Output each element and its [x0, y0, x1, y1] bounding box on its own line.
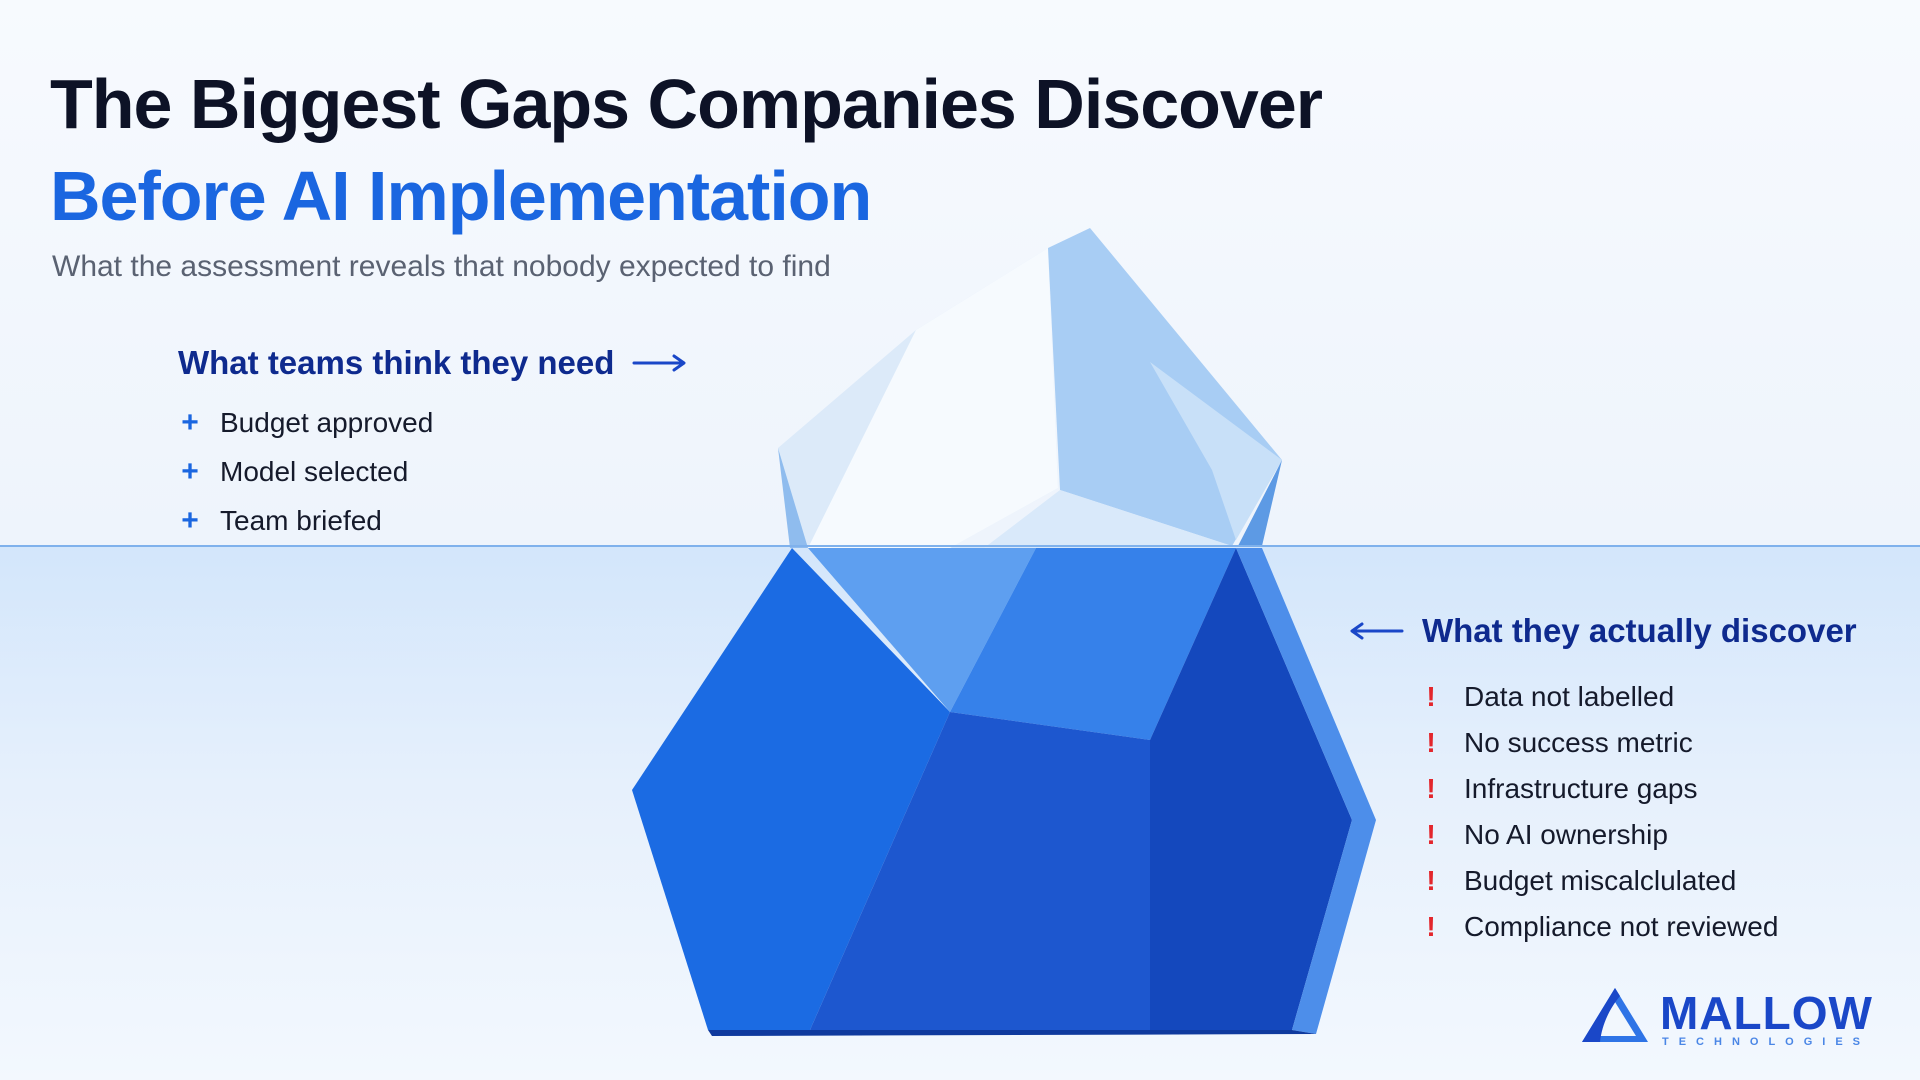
list-item: ! Infrastructure gaps: [1424, 766, 1857, 812]
logo-tagline: TECHNOLOGIES: [1662, 1036, 1871, 1048]
above-water-heading: What teams think they need: [178, 344, 688, 382]
exclamation-icon: !: [1426, 819, 1436, 850]
list-item: + Budget approved: [178, 398, 688, 447]
list-item-label: Infrastructure gaps: [1464, 773, 1698, 804]
list-item-label: Budget miscalclulated: [1464, 865, 1737, 896]
arrow-left-icon: [1350, 622, 1404, 640]
water-line: [0, 545, 1920, 547]
list-item-label: Budget approved: [220, 406, 434, 438]
list-item: ! No AI ownership: [1424, 812, 1857, 858]
list-item: ! Budget miscalclulated: [1424, 858, 1857, 904]
iceberg-tip-right-facet: [1150, 362, 1282, 540]
above-water-panel: What teams think they need + Budget appr…: [178, 344, 688, 545]
logo-mark-icon: [1582, 988, 1648, 1042]
page-title: The Biggest Gaps Companies Discover: [50, 65, 1323, 143]
list-item: ! Data not labelled: [1424, 674, 1857, 720]
exclamation-icon: !: [1426, 911, 1436, 942]
plus-icon: +: [181, 454, 199, 488]
list-item-label: Team briefed: [220, 504, 382, 536]
list-item: ! Compliance not reviewed: [1424, 904, 1857, 950]
iceberg-base-right-edge: [1236, 548, 1376, 1034]
exclamation-icon: !: [1426, 865, 1436, 896]
iceberg-base-upper-face: [808, 548, 1036, 712]
iceberg-base-center-face: [950, 548, 1236, 740]
above-water-heading-text: What teams think they need: [178, 344, 615, 381]
above-water-list: + Budget approved + Model selected + Tea…: [178, 398, 688, 545]
below-water-list: ! Data not labelled ! No success metric …: [1424, 674, 1857, 950]
list-item-label: Model selected: [220, 455, 409, 487]
iceberg-tip-front-face: [808, 248, 1058, 548]
list-item-label: Data not labelled: [1464, 681, 1675, 712]
iceberg-base-right-face: [1150, 548, 1352, 1030]
page-subtitle: What the assessment reveals that nobody …: [52, 250, 831, 283]
iceberg-base-left-face: [632, 548, 950, 1030]
iceberg-base-lower-face: [810, 712, 1150, 1030]
list-item-label: No AI ownership: [1464, 819, 1668, 850]
page-title-accent: Before AI Implementation: [50, 157, 872, 235]
iceberg-tip-left-edge: [778, 448, 808, 548]
iceberg-tip-right-edge: [1238, 460, 1282, 546]
list-item: + Model selected: [178, 447, 688, 496]
exclamation-icon: !: [1426, 681, 1436, 712]
below-water-heading-text: What they actually discover: [1422, 612, 1857, 649]
iceberg-tip-lower-face: [984, 490, 1232, 548]
arrow-right-icon: [632, 354, 686, 372]
iceberg-base-bottom-edge: [708, 1030, 1316, 1036]
plus-icon: +: [181, 503, 199, 537]
plus-icon: +: [181, 405, 199, 439]
list-item: + Team briefed: [178, 496, 688, 545]
list-item: ! No success metric: [1424, 720, 1857, 766]
exclamation-icon: !: [1426, 727, 1436, 758]
below-water-heading: What they actually discover: [1348, 612, 1857, 650]
company-logo: MALLOW TECHNOLOGIES: [1580, 980, 1873, 1050]
list-item-label: No success metric: [1464, 727, 1693, 758]
below-water-panel: What they actually discover ! Data not l…: [1348, 612, 1857, 950]
list-item-label: Compliance not reviewed: [1464, 911, 1779, 942]
exclamation-icon: !: [1426, 773, 1436, 804]
logo-name: MALLOW: [1660, 987, 1873, 1039]
